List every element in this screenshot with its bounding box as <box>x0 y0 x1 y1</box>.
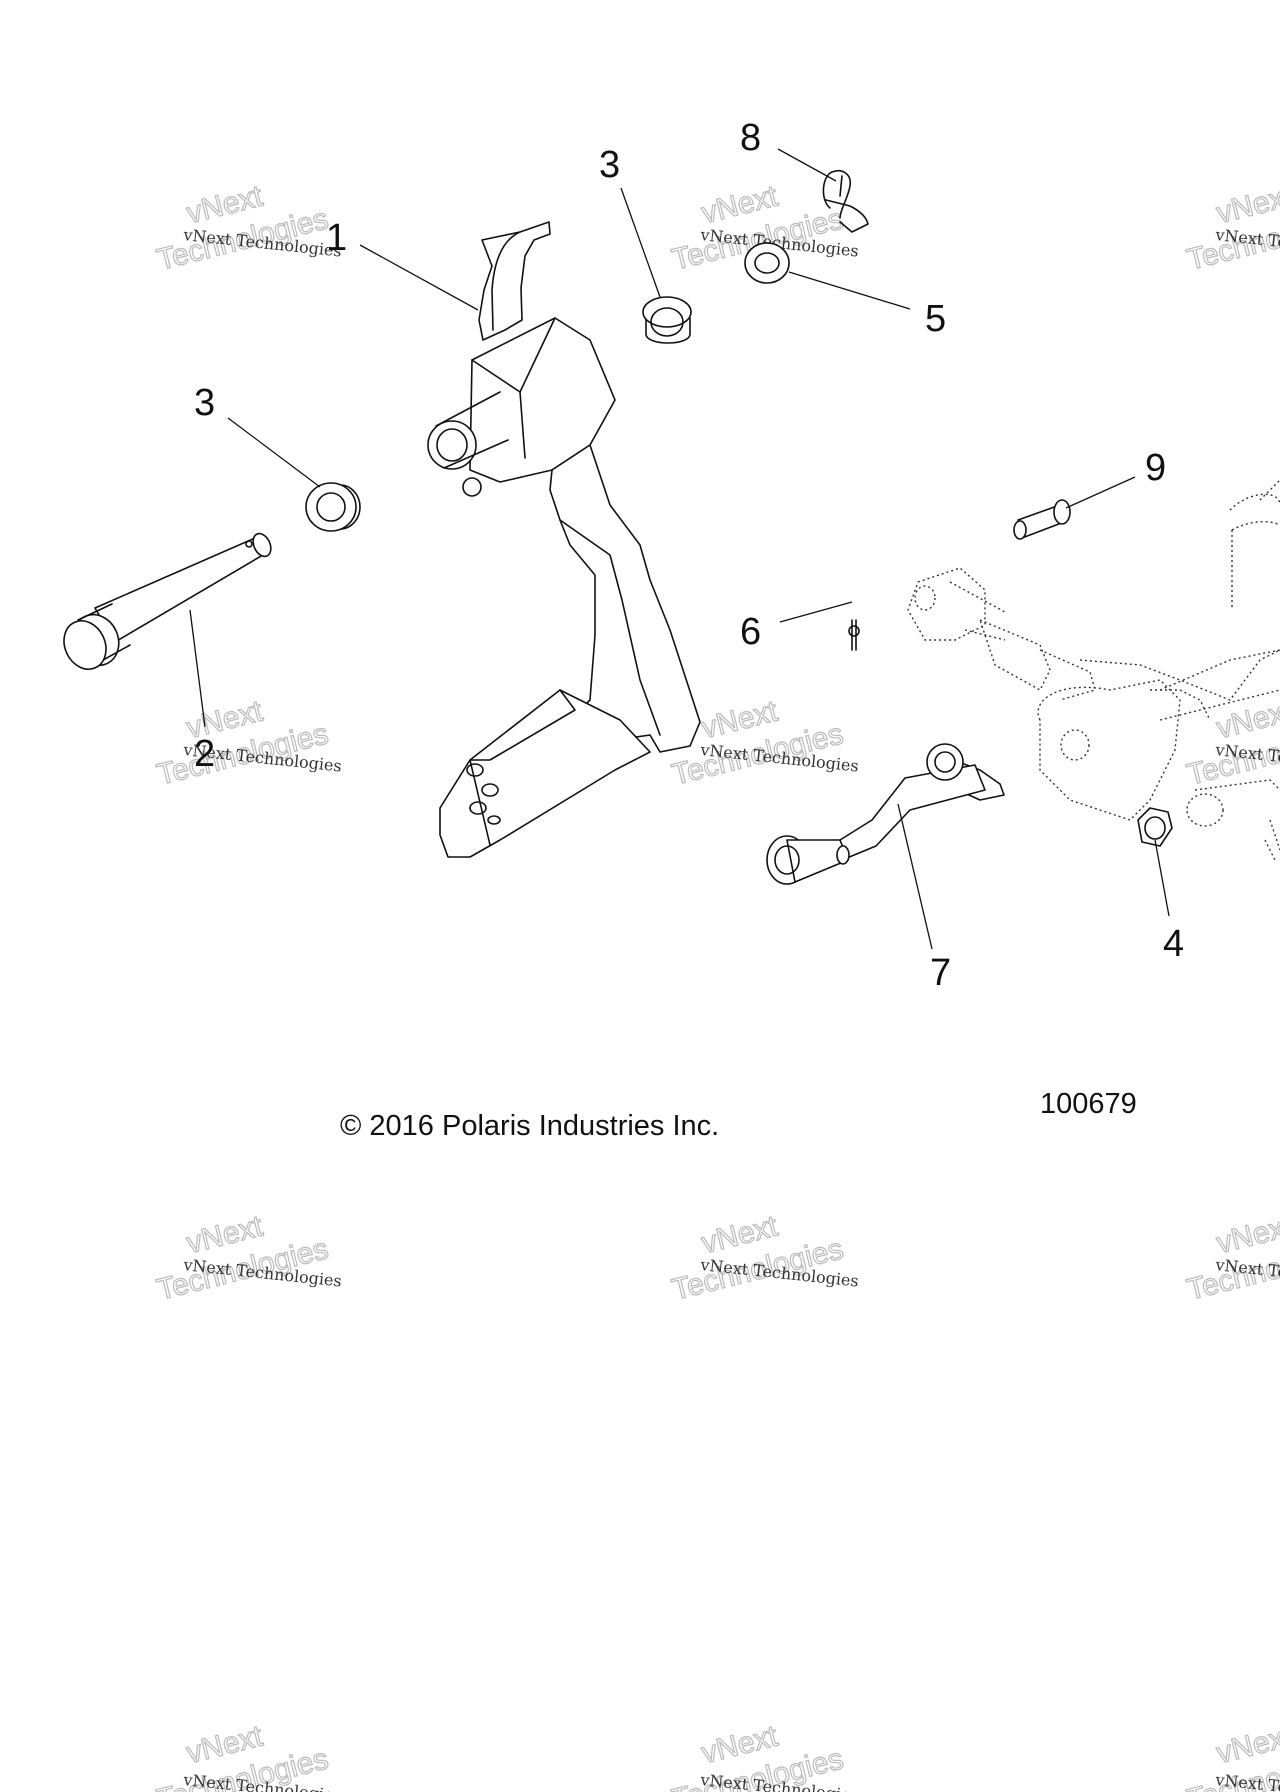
watermark-8: Technologies vNext <box>668 1209 847 1307</box>
leader-4 <box>1154 839 1170 917</box>
leader-3b <box>620 187 661 298</box>
watermark-9: Technologies vNext <box>1183 1209 1280 1307</box>
watermark-3: Technologies vNext <box>1183 179 1280 277</box>
callout-6: 6 <box>740 611 761 653</box>
part-3-bushing-top <box>642 296 692 344</box>
callout-3b: 3 <box>599 144 620 186</box>
callout-9: 9 <box>1145 447 1166 489</box>
figure-number: 100679 <box>1040 1088 1137 1120</box>
leader-7 <box>897 803 933 950</box>
watermark-7: Technologies vNext <box>153 1209 332 1307</box>
watermark-1: Technologies vNext <box>153 179 332 277</box>
callout-8: 8 <box>740 117 761 159</box>
watermark-company-text: vNext Technologies <box>1214 1770 1280 1792</box>
copyright-text: © 2016 Polaris Industries Inc. <box>340 1110 719 1142</box>
part-6-cotter-pin <box>848 619 860 651</box>
part-1-brake-pedal <box>427 221 701 858</box>
callout-7: 7 <box>930 952 951 994</box>
part-7-pedal-link <box>766 743 1005 885</box>
callout-5: 5 <box>925 298 946 340</box>
part-8-clip <box>822 170 869 233</box>
watermark-6: Technologies vNext <box>1183 694 1280 792</box>
part-4-nut <box>1137 807 1173 847</box>
callout-4: 4 <box>1163 923 1184 965</box>
callout-1: 1 <box>326 217 347 259</box>
part-2-pivot-pin <box>63 532 272 670</box>
master-cylinder-reference <box>907 479 1280 861</box>
leader-9 <box>1065 476 1136 509</box>
leader-8 <box>777 148 837 182</box>
watermark-4: Technologies vNext <box>153 694 332 792</box>
callout-3a: 3 <box>194 382 215 424</box>
leader-1 <box>359 244 479 311</box>
leader-5 <box>788 271 911 310</box>
part-3-bushing-left <box>305 482 361 532</box>
callout-2: 2 <box>194 733 215 775</box>
part-5-washer <box>744 242 790 284</box>
part-9-clevis-pin <box>1013 499 1071 540</box>
leader-6 <box>779 601 853 623</box>
leader-3a <box>227 417 321 488</box>
leader-2 <box>189 609 206 728</box>
